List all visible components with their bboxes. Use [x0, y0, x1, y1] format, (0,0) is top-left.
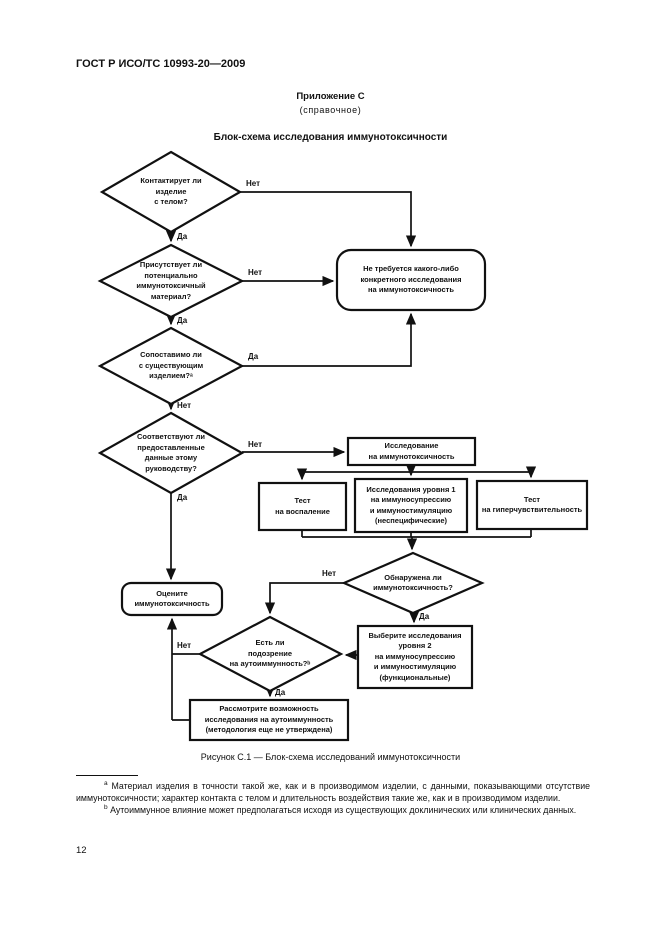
appendix-label: Приложение С — [296, 91, 365, 102]
figure-caption: Рисунок С.1 — Блок-схема исследований им… — [200, 752, 461, 762]
terminal-assess-label: Оцените иммунотоксичность — [134, 588, 210, 609]
decision-comparable-shape — [97, 326, 245, 406]
footnote-b-text: Аутоиммунное влияние может предполагатьс… — [110, 805, 577, 816]
decision-material-shape — [97, 243, 245, 319]
footnote-divider — [76, 775, 138, 776]
edge-detected-no — [264, 582, 344, 615]
page-number: 12 — [76, 845, 87, 856]
process-hypersensitivity-label: Тест на гиперчувствительность — [481, 494, 583, 515]
edge-comparable-yes — [242, 312, 417, 367]
footnotes-block: a Материал изделия в точности такой же, … — [76, 780, 590, 817]
terminal-no-study-shape — [335, 248, 487, 312]
footnote-a-text: Материал изделия в точности такой же, ка… — [76, 780, 590, 803]
footnote-b: b Аутоиммунное влияние может предполагат… — [76, 804, 590, 817]
edge-label-yes: Да — [275, 688, 286, 697]
process-study-shape — [346, 436, 477, 467]
footnote-b-marker: b — [104, 804, 108, 812]
decision-contact-shape — [99, 150, 243, 234]
process-consider-autoimmune-label: Рассмотрите возможность исследования на … — [204, 704, 334, 735]
edge-label-no: Нет — [248, 440, 263, 449]
standard-number: ГОСТ Р ИСО/ТС 10993-20—2009 — [76, 58, 246, 70]
decision-autoimmune-label: Есть ли подозрение на аутоиммунность?ᵇ — [229, 638, 311, 669]
edge-label-no: Нет — [322, 569, 337, 578]
appendix-type: (справочное) — [299, 105, 362, 115]
edge-label-no: Нет — [248, 268, 263, 277]
terminal-no-study-label: Не требуется какого-либо конкретного исс… — [360, 264, 462, 295]
decision-autoimmune-shape — [197, 615, 344, 693]
decision-comparable-label: Сопоставимо ли с существующим изделием?ᵃ — [138, 350, 204, 381]
process-hypersensitivity-shape — [475, 479, 589, 531]
process-inflammation-shape — [257, 481, 348, 532]
edge-label-yes: Да — [177, 316, 188, 325]
process-study-label: Исследование на иммунотоксичность — [368, 441, 455, 461]
decision-detected-label: Обнаружена ли иммунотоксичность? — [373, 572, 453, 593]
edge-contact-no — [240, 191, 417, 248]
decision-material-label: Присутствует ли потенциально иммунотокси… — [136, 260, 206, 301]
decision-detected-shape — [341, 551, 485, 615]
process-inflammation-label: Тест на воспаление — [275, 496, 330, 516]
process-level2-shape — [356, 624, 474, 690]
decision-data-label: Соответствуют ли предоставленные данные … — [136, 432, 205, 473]
process-level1-label: Исследования уровня 1 на иммуносупрессию… — [366, 484, 456, 526]
footnote-a: a Материал изделия в точности такой же, … — [76, 780, 590, 804]
edge-label-no: Нет — [246, 179, 261, 188]
edge-label-yes: Да — [177, 493, 188, 502]
edge-label-no: Нет — [177, 641, 192, 650]
process-consider-autoimmune-shape — [188, 698, 350, 742]
terminal-assess-shape — [120, 581, 224, 617]
figure-title: Блок-схема исследования иммунотоксичност… — [213, 132, 448, 143]
footnote-a-marker: a — [104, 780, 108, 787]
decision-data-shape — [97, 411, 245, 495]
edge-label-yes: Да — [177, 232, 188, 241]
edge-label-no: Нет — [177, 401, 192, 410]
decision-contact-label: Контактирует ли изделие с телом? — [140, 176, 202, 207]
edge-label-yes: Да — [248, 352, 259, 361]
process-level1-shape — [353, 477, 469, 534]
edge-label-yes: Да — [419, 612, 430, 621]
process-level2-label: Выберите исследования уровня 2 на иммуно… — [368, 630, 462, 682]
edge-tests-merge — [301, 529, 532, 538]
